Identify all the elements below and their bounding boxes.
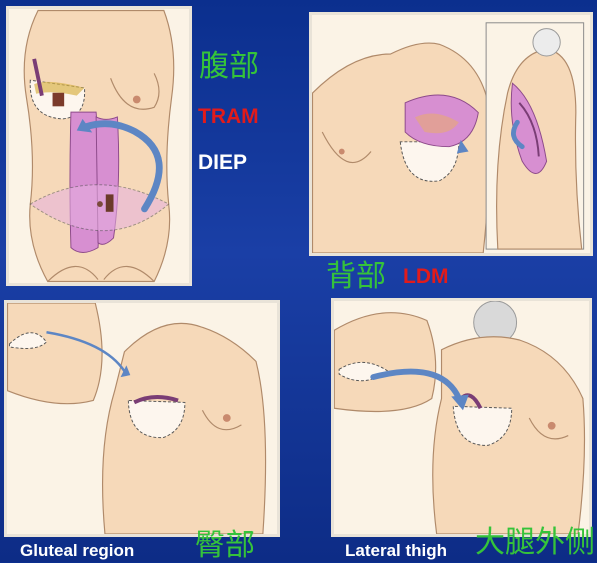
abdomen-label-chinese: 腹部	[199, 49, 259, 84]
back-flap-illustration	[312, 15, 590, 253]
tram-label: TRAM	[198, 105, 259, 128]
back-label-chinese: 背部	[326, 259, 386, 294]
gluteal-label-english: Gluteal region	[20, 541, 135, 560]
panel-abdominal-flap	[6, 6, 192, 286]
diep-label: DIEP	[198, 151, 248, 174]
abdomen-illustration	[9, 9, 189, 283]
gluteal-flap-illustration	[7, 303, 277, 534]
gluteal-label-chinese: 臀部	[195, 528, 255, 563]
panel-thigh-flap	[331, 298, 592, 537]
panel-gluteal-flap	[4, 300, 280, 537]
thigh-label-english: Lateral thigh	[345, 541, 448, 560]
panel-back-flap	[309, 12, 593, 256]
ldm-label: LDM	[403, 265, 449, 288]
thigh-label-chinese: 大腿外侧	[475, 525, 595, 560]
thigh-flap-illustration	[334, 301, 589, 534]
